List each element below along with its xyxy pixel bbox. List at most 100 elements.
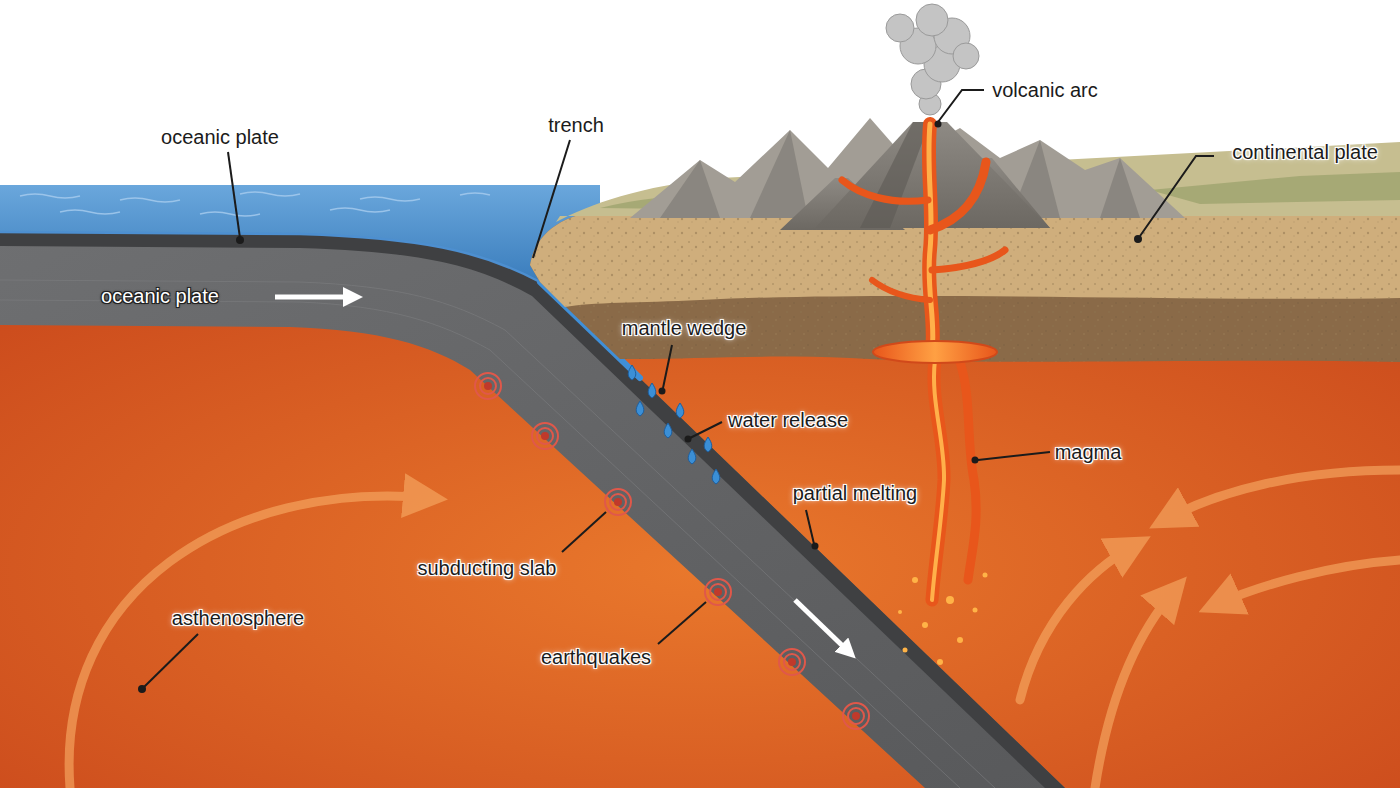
melt-droplet [898, 610, 902, 614]
quake-ring [784, 654, 800, 670]
convection-arrow [1020, 545, 1135, 700]
melt-droplet [903, 648, 908, 653]
leader-line [144, 634, 198, 687]
earthquake-symbol [475, 373, 501, 399]
magma-core [929, 124, 933, 352]
earthquake-symbol [532, 423, 558, 449]
water-droplet [704, 437, 712, 452]
melt-droplet [912, 577, 918, 583]
water-droplet [712, 469, 720, 484]
part-label: oceanic plate [101, 285, 219, 307]
earthquake-symbols [475, 373, 869, 729]
leader-line [658, 602, 706, 644]
water-droplets [628, 365, 720, 484]
melt-droplet [937, 659, 943, 665]
part-label: subducting slab [418, 557, 557, 579]
quake-ring [705, 579, 731, 605]
leader-dot [812, 543, 819, 550]
ash-plume [886, 4, 979, 115]
earthquake-symbol [605, 489, 631, 515]
quake-ring [605, 489, 631, 515]
part-label: trench [548, 114, 604, 136]
leader-dot [685, 436, 692, 443]
leader-dot [972, 457, 979, 464]
ash-puff [916, 4, 948, 36]
convection-arrow [1165, 470, 1400, 520]
leader-line [533, 140, 570, 258]
ocean-waves [20, 192, 490, 216]
slab-texture-line [0, 300, 960, 788]
plate-motion-arrow [275, 295, 355, 300]
quake-center [788, 658, 796, 666]
ash-puff [886, 14, 914, 42]
magma-conduit [960, 362, 976, 580]
quake-ring [710, 584, 726, 600]
quake-center [541, 432, 549, 440]
magma-branch [930, 162, 986, 230]
part-label: continental plate [1232, 141, 1378, 163]
seafloor-line [0, 232, 540, 282]
water-droplet [628, 365, 636, 380]
earthquake-symbol [843, 703, 869, 729]
leader-dot [1134, 235, 1142, 243]
volcano-shadow [860, 122, 930, 228]
crust-texture [530, 210, 1400, 362]
melt-droplets [898, 573, 988, 666]
part-label: volcanic arc [992, 79, 1098, 101]
magma-conduit [929, 124, 933, 352]
melt-droplet [922, 622, 928, 628]
quake-center [714, 588, 722, 596]
magma-core [932, 360, 944, 600]
quake-ring [779, 649, 805, 675]
continental-lower-crust [530, 210, 1400, 362]
leader-dot [236, 236, 244, 244]
quake-center [614, 498, 622, 506]
quake-center [484, 382, 492, 390]
earthquake-symbol [705, 579, 731, 605]
water-droplet [664, 423, 672, 438]
leader-dot [659, 388, 666, 395]
part-label: mantle wedge [622, 317, 747, 339]
magma-conduit [932, 360, 944, 600]
leader-dot [138, 685, 146, 693]
quake-ring [843, 703, 869, 729]
leader-line [806, 510, 814, 544]
convection-arrow [69, 496, 430, 788]
leader-lines [144, 90, 1214, 687]
magma-branch [842, 180, 928, 201]
part-label: earthquakes [541, 646, 651, 668]
leader-line [663, 345, 672, 388]
part-label: water release [728, 409, 848, 431]
convection-arrow [1215, 560, 1400, 605]
leader-line [690, 422, 722, 438]
melt-droplet [983, 573, 988, 578]
magma-branch [872, 280, 930, 300]
water-droplet [688, 449, 696, 464]
part-label: asthenosphere [172, 607, 304, 629]
quake-ring [480, 378, 496, 394]
leader-line [228, 152, 240, 238]
convection-arrow [1095, 590, 1175, 788]
melt-droplet [973, 608, 978, 613]
quake-ring [532, 423, 558, 449]
melt-droplet [957, 637, 963, 643]
quake-ring [537, 428, 553, 444]
quake-ring [848, 708, 864, 724]
leader-dots [138, 121, 1142, 694]
water-droplet [676, 403, 684, 418]
magma-conduits [842, 124, 1005, 600]
leader-line [562, 512, 606, 552]
part-label: magma [1055, 441, 1122, 463]
part-label: oceanic plate [161, 126, 279, 148]
wave-lines [60, 208, 390, 216]
leader-line [938, 90, 984, 122]
part-label: partial melting [793, 482, 918, 504]
magma-branch [932, 250, 1005, 270]
melt-droplet [946, 596, 954, 604]
ash-puff [953, 43, 979, 69]
water-droplet [636, 401, 644, 416]
wave-lines [20, 192, 490, 202]
